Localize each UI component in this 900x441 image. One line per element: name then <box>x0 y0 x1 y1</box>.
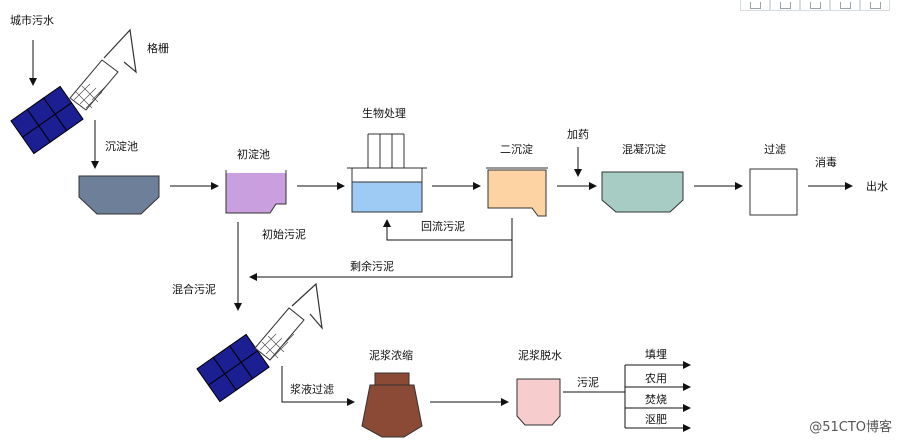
primary-tank <box>225 173 287 214</box>
label-coag-tank: 混凝沉淀 <box>622 142 666 156</box>
label-agriculture: 农用 <box>645 371 667 385</box>
toolbar-icon <box>749 1 761 9</box>
toolbar-button-5[interactable] <box>860 0 890 11</box>
label-incineration: 焚烧 <box>645 393 667 406</box>
label-screen: 格栅 <box>147 41 169 55</box>
screen-top <box>10 28 137 155</box>
label-dewatering: 泥浆脱水 <box>518 348 562 362</box>
toolbar-icon <box>809 1 821 9</box>
toolbar-button-1[interactable] <box>740 0 770 11</box>
label-filtration: 过滤 <box>764 143 786 156</box>
toolbar-button-3[interactable] <box>800 0 830 11</box>
flow-lines <box>29 40 853 432</box>
label-primary-tank: 初淀池 <box>237 147 270 161</box>
label-secondary-tank: 二沉淀 <box>500 142 533 156</box>
label-primary-sludge: 初始污泥 <box>262 227 306 241</box>
label-landfill: 填埋 <box>645 347 667 361</box>
dewater-box <box>516 378 561 426</box>
label-dosing: 加药 <box>567 128 589 141</box>
toolbar-icon <box>779 1 791 9</box>
toolbar-icon <box>839 1 851 9</box>
label-compost: 沤肥 <box>645 413 667 426</box>
screen-bottom <box>196 282 323 403</box>
toolbar-button-4[interactable] <box>830 0 860 11</box>
toolbar-icon <box>869 1 881 9</box>
label-bio-treatment: 生物处理 <box>362 106 406 120</box>
label-return-sludge: 回流污泥 <box>421 219 465 233</box>
label-effluent: 出水 <box>866 179 888 193</box>
label-grit-tank: 沉淀池 <box>105 139 138 153</box>
label-filtrate: 浆液过滤 <box>290 382 334 396</box>
coag-tank <box>601 171 684 213</box>
filter-box <box>749 168 798 216</box>
secondary-tank <box>487 169 547 217</box>
label-source: 城市污水 <box>10 13 54 27</box>
grit-tank <box>78 175 160 215</box>
label-disinfection: 消毒 <box>815 155 837 169</box>
bio-tank <box>347 133 427 213</box>
watermark: @51CTO博客 <box>809 420 892 435</box>
toolbar-button-2[interactable] <box>770 0 800 11</box>
label-excess-sludge: 剩余污泥 <box>350 259 394 273</box>
label-mixed-sludge: 混合污泥 <box>172 282 216 296</box>
label-thickening: 泥浆浓缩 <box>369 348 413 362</box>
top-toolbar <box>740 0 890 12</box>
thickener <box>361 372 423 438</box>
label-sludge: 污泥 <box>577 376 599 389</box>
